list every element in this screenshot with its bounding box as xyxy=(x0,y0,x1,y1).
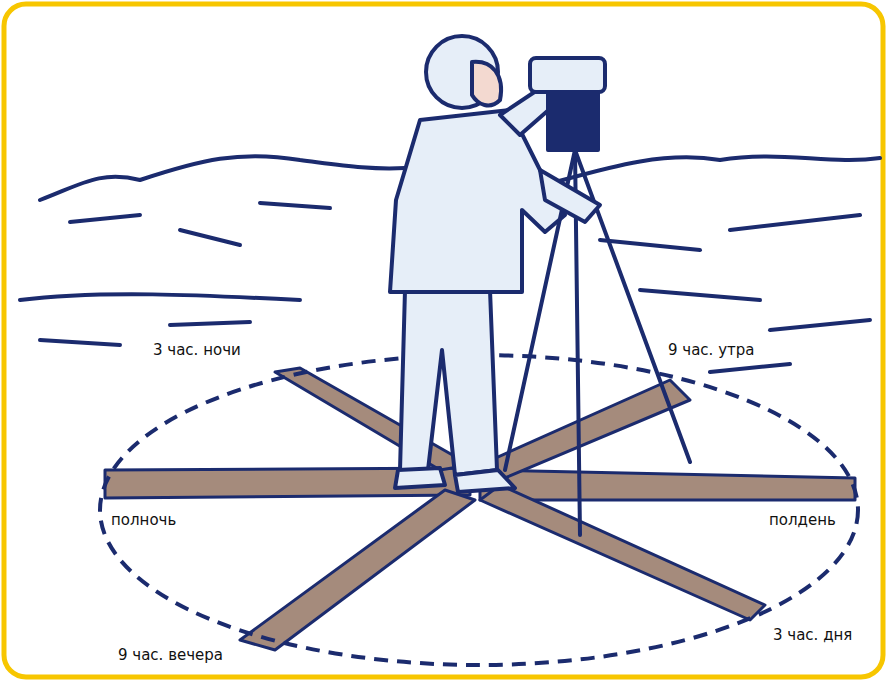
arm xyxy=(540,170,600,222)
hill-line xyxy=(20,294,300,300)
time-label: 3 час. дня xyxy=(770,625,855,645)
hill-line xyxy=(40,156,405,200)
shadow-ray xyxy=(480,380,690,480)
hill-line xyxy=(260,203,330,208)
legs xyxy=(400,290,497,475)
shadow-ray xyxy=(480,470,855,500)
time-label: полночь xyxy=(108,510,179,530)
shadow-ray xyxy=(275,368,470,470)
tripod xyxy=(505,58,690,535)
hill-line xyxy=(770,320,870,330)
coat xyxy=(390,110,565,292)
hill-line xyxy=(730,215,860,230)
time-label: полдень xyxy=(766,510,839,530)
hill-line xyxy=(170,322,250,325)
eyepiece xyxy=(530,58,605,92)
boot xyxy=(395,468,445,488)
time-label: 3 час. ночи xyxy=(150,340,244,360)
hill-line xyxy=(70,215,140,222)
shadow-ray xyxy=(105,468,470,498)
shadow-ray xyxy=(240,490,475,650)
time-label: 9 час. утра xyxy=(665,340,757,360)
hill-line xyxy=(40,340,120,345)
face xyxy=(472,62,501,106)
hill-line xyxy=(710,364,790,372)
instrument xyxy=(548,92,598,150)
tripod-leg xyxy=(575,150,690,462)
observer xyxy=(390,36,690,535)
frame xyxy=(4,4,883,677)
hill-line xyxy=(600,240,700,250)
shadow-ray xyxy=(480,485,765,620)
boot xyxy=(455,470,515,492)
hill-line xyxy=(180,230,240,245)
time-label: 9 час. вечера xyxy=(115,645,226,665)
hill-line xyxy=(545,156,880,185)
hill-line xyxy=(640,290,760,300)
